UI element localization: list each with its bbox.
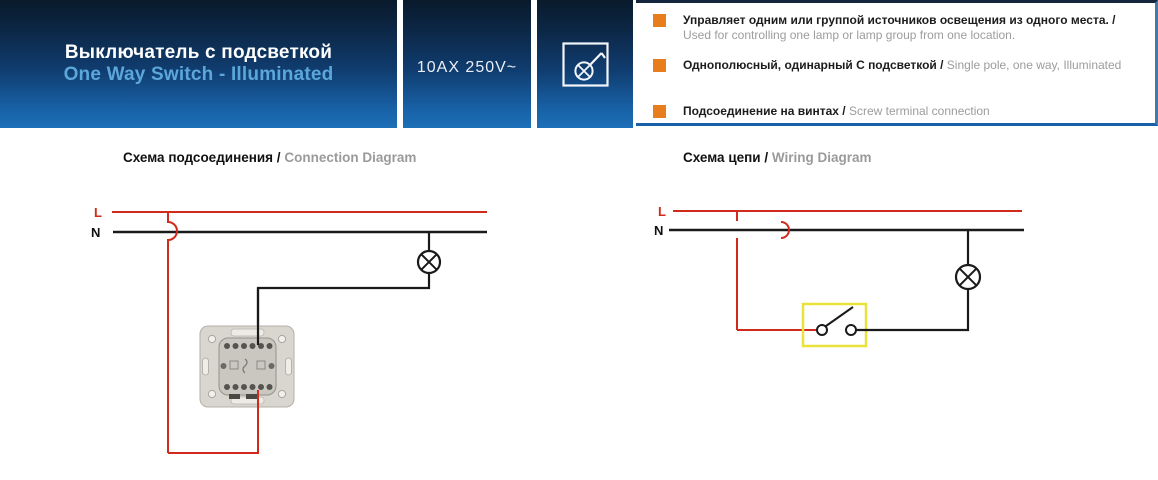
wiring-title-ru: Схема цепи /	[683, 150, 769, 165]
switch-to-lamp-wire	[856, 289, 970, 332]
wire-hop-arc	[780, 221, 790, 239]
connection-title-ru: Схема подсоединения /	[123, 150, 281, 165]
rating-text: 10AX 250V~	[416, 59, 518, 76]
switch-symbol	[816, 306, 857, 336]
feature-item-2: Однополюсный, одинарный С подсветкой / S…	[653, 58, 1131, 73]
switch-mechanism-photo	[199, 325, 295, 408]
feature-text-2: Однополюсный, одинарный С подсветкой / S…	[683, 58, 1131, 73]
wiring-neutral-label: N	[654, 223, 663, 238]
product-title-en: One Way Switch - Illuminated	[63, 64, 334, 85]
connection-live-label: L	[94, 205, 102, 220]
feature-item-3: Подсоединение на винтах / Screw terminal…	[653, 104, 1131, 119]
feature-1-en: Used for controlling one lamp or lamp gr…	[683, 27, 1016, 42]
bullet-square-icon	[653, 105, 666, 118]
feature-text-1: Управляет одним или группой источников о…	[683, 13, 1131, 42]
feature-3-en: Screw terminal connection	[848, 104, 990, 118]
connection-neutral-label: N	[91, 225, 100, 240]
switch-highlight-box	[801, 302, 868, 348]
bullet-square-icon	[653, 14, 666, 27]
connection-diagram-title: Схема подсоединения / Connection Diagram	[123, 149, 416, 166]
lamp-symbol	[954, 263, 982, 291]
lamp-wire-to-switch	[256, 273, 431, 330]
rating-panel: 10AX 250V~	[403, 0, 531, 128]
product-title-ru: Выключатель с подсветкой	[64, 42, 333, 63]
feature-3-ru: Подсоединение на винтах /	[683, 104, 846, 118]
wiring-diagram-title: Схема цепи / Wiring Diagram	[683, 149, 872, 166]
lamp-symbol	[416, 249, 442, 275]
wiring-title-en: Wiring Diagram	[771, 150, 872, 165]
feature-2-ru: Однополюсный, одинарный С подсветкой /	[683, 58, 944, 72]
bullet-square-icon	[653, 59, 666, 72]
feature-item-1: Управляет одним или группой источников о…	[653, 13, 1131, 42]
features-panel: Управляет одним или группой источников о…	[636, 0, 1158, 126]
wiring-diagram: L N	[654, 204, 1024, 348]
live-wire-drop	[167, 212, 178, 453]
product-icon-panel	[537, 0, 633, 128]
feature-text-3: Подсоединение на винтах / Screw terminal…	[683, 104, 1131, 119]
header-title-panel: Выключатель с подсветкой One Way Switch …	[0, 0, 397, 128]
feature-2-en: Single pole, one way, Illuminated	[946, 58, 1122, 72]
illuminated-switch-icon	[561, 41, 609, 87]
connection-title-en: Connection Diagram	[284, 150, 417, 165]
connection-diagram: L N	[91, 205, 487, 454]
wiring-live-label: L	[658, 204, 666, 219]
feature-1-ru: Управляет одним или группой источников о…	[683, 13, 1116, 27]
